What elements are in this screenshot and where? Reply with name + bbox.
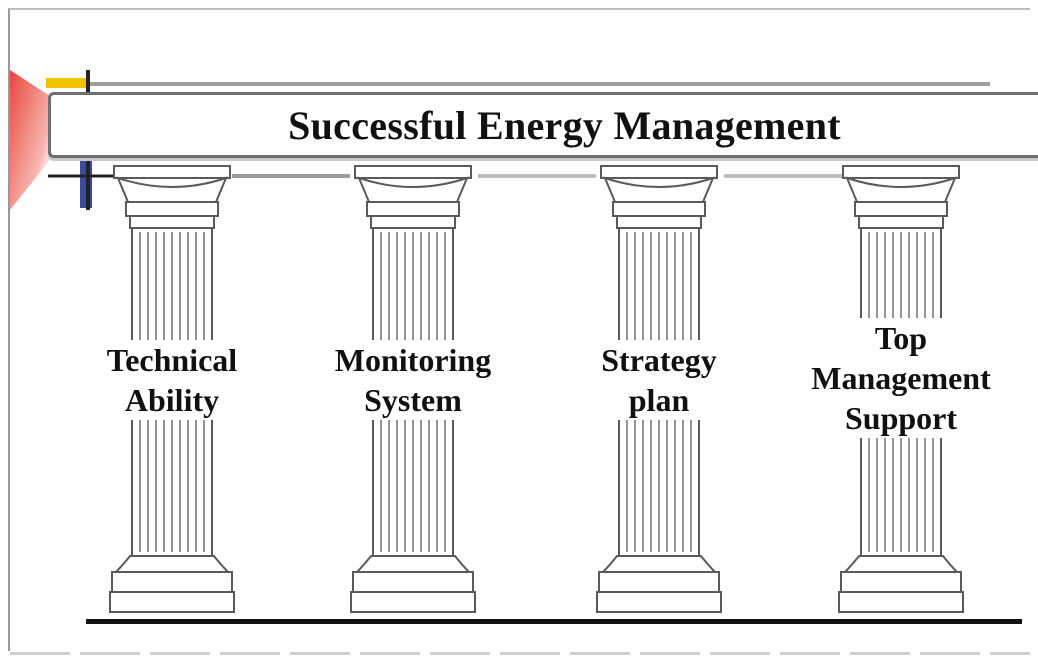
pillar-label-line: plan: [628, 382, 690, 418]
ground-line: [86, 619, 1022, 624]
pillar-label-line: Ability: [124, 382, 220, 418]
pillar-label-line: System: [364, 382, 462, 418]
header-banner: Successful Energy Management: [48, 92, 1038, 158]
slide-frame: [8, 8, 1030, 651]
diagram-title: Successful Energy Management: [288, 102, 841, 148]
pillar-label-line: Technical: [106, 342, 238, 378]
bottom-rule: [10, 652, 1030, 655]
red-wedge: [10, 70, 50, 210]
yellow-bar: [46, 78, 90, 88]
pillar-label-line: Monitoring: [334, 342, 492, 378]
pillar-label-line: Strategy: [601, 342, 717, 378]
pillar-label-line: Support: [844, 400, 958, 436]
pillar-label-line: Management: [811, 360, 991, 396]
pillar-label-line: Top: [874, 320, 928, 356]
pillar-label-3: Strategy plan: [549, 340, 769, 420]
